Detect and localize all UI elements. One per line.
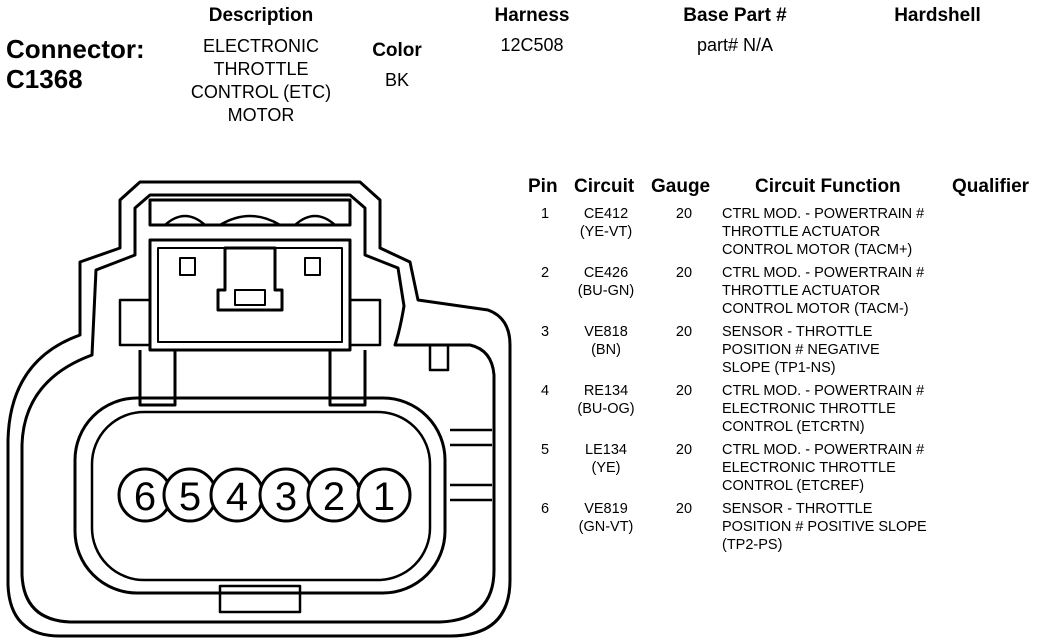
side-tab xyxy=(428,343,450,372)
gauge-cell: 20 xyxy=(675,501,693,517)
circuit-cell: VE818(BN) xyxy=(584,324,628,358)
connector-id: C1368 xyxy=(6,64,83,94)
function-cell: CTRL MOD. - POWERTRAIN #THROTTLE ACTUATO… xyxy=(722,265,925,317)
right-pillar xyxy=(328,350,367,407)
latch-body xyxy=(148,238,352,352)
pin-label-5: 5 xyxy=(179,475,201,519)
gauge-cell: 20 xyxy=(675,265,693,281)
color-value: BK xyxy=(384,70,409,90)
gauge-cell: 20 xyxy=(675,442,693,458)
circuit-cell: CE426(BU-GN) xyxy=(577,265,635,299)
description-line: ELECTRONIC xyxy=(202,36,319,56)
connector-inner-shell xyxy=(20,193,496,624)
pin-cell: 1 xyxy=(540,206,550,222)
harness-header: Harness xyxy=(494,5,570,26)
pin-housing xyxy=(73,396,447,595)
circuit-cell: CE412(YE-VT) xyxy=(579,206,633,240)
harness-value: 12C508 xyxy=(500,35,564,55)
pin-cell: 6 xyxy=(540,501,550,517)
circuit-cell: VE819(GN-VT) xyxy=(578,501,634,535)
function-cell: CTRL MOD. - POWERTRAIN #ELECTRONIC THROT… xyxy=(722,383,925,435)
pin-label-4: 4 xyxy=(226,475,248,519)
description-line: MOTOR xyxy=(227,105,295,125)
base-part-value: part# N/A xyxy=(696,35,774,55)
pin-label-1: 1 xyxy=(373,475,395,519)
gauge-cell: 20 xyxy=(675,324,693,340)
pin-label-2: 2 xyxy=(323,475,345,519)
pin-label-3: 3 xyxy=(275,475,297,519)
description-line: THROTTLE xyxy=(213,59,309,79)
pin-label-6: 6 xyxy=(134,475,156,519)
base-part-header: Base Part # xyxy=(683,5,787,26)
column-header-gauge: Gauge xyxy=(651,176,711,197)
pin-cell: 4 xyxy=(540,383,550,399)
column-header-circuit-function: Circuit Function xyxy=(755,176,901,197)
pin-circle-1 xyxy=(356,467,412,523)
bottom-key xyxy=(218,584,302,614)
function-cell: CTRL MOD. - POWERTRAIN #THROTTLE ACTUATO… xyxy=(722,206,925,258)
circuit-cell: RE134(BU-OG) xyxy=(577,383,635,417)
description-line: CONTROL (ETC) xyxy=(190,82,332,102)
top-latch xyxy=(148,198,352,227)
pin-cell: 3 xyxy=(540,324,550,340)
column-header-pin: Pin xyxy=(528,176,558,197)
connector-face-diagram: 6 5 4 3 2 1 xyxy=(6,180,512,638)
gauge-cell: 20 xyxy=(675,383,693,399)
left-pillar xyxy=(138,350,177,407)
column-header-qualifier: Qualifier xyxy=(952,176,1030,197)
pin-circles xyxy=(117,467,412,523)
latch-window xyxy=(216,246,284,312)
circuit-cell: LE134(YE) xyxy=(585,442,627,476)
pin-cell: 5 xyxy=(540,442,550,458)
connector-outer-shell xyxy=(6,180,512,638)
hardshell-header: Hardshell xyxy=(894,5,981,26)
gauge-cell: 20 xyxy=(675,206,693,222)
description-value: ELECTRONIC THROTTLE CONTROL (ETC) MOTOR xyxy=(161,35,361,127)
connector-label: Connector: xyxy=(6,34,145,64)
function-cell: CTRL MOD. - POWERTRAIN #ELECTRONIC THROT… xyxy=(722,442,925,494)
pin-cell: 2 xyxy=(540,265,550,281)
description-header: Description xyxy=(208,5,314,26)
color-header: Color xyxy=(372,40,422,61)
column-header-circuit: Circuit xyxy=(574,176,635,197)
